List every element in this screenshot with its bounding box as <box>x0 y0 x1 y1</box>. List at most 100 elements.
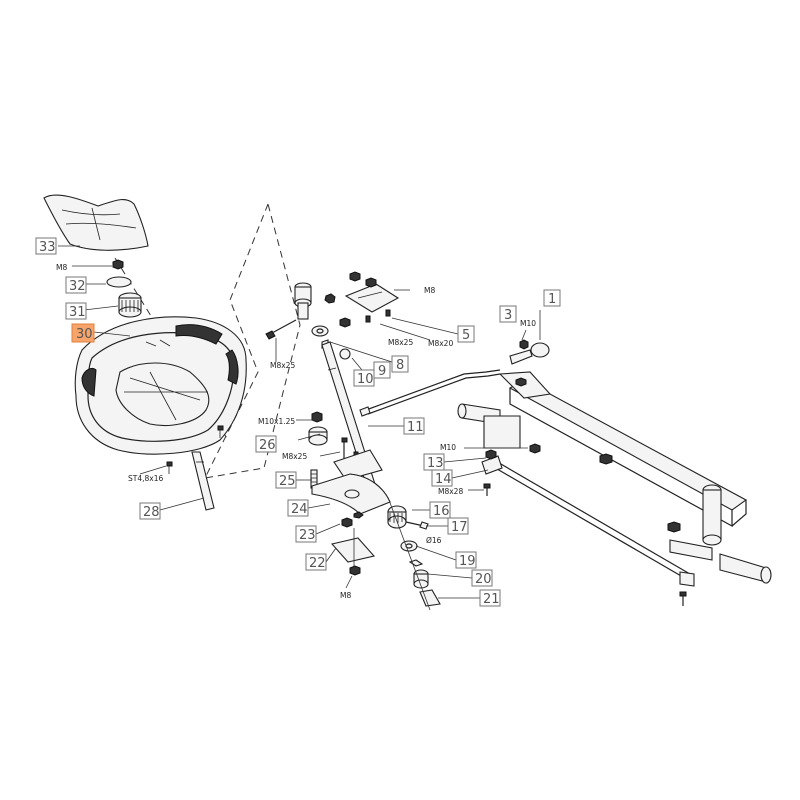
svg-text:M8x28: M8x28 <box>438 487 463 496</box>
callout-16: 16 <box>429 501 451 519</box>
callout-10: 10 <box>353 369 375 387</box>
svg-text:M10x1.25: M10x1.25 <box>258 417 295 426</box>
bolt-m8x25-upper <box>265 319 297 340</box>
exploded-view-boundary <box>204 203 301 479</box>
svg-text:M8x25: M8x25 <box>270 361 295 370</box>
svg-text:30: 30 <box>76 327 93 342</box>
callout-14: 14 <box>431 469 453 487</box>
svg-text:1: 1 <box>548 292 556 307</box>
callout-32: 32 <box>65 276 87 294</box>
ball-joint-part-1 <box>509 342 550 365</box>
callout-26: 26 <box>255 435 277 453</box>
lower-plate-part-22 <box>330 537 376 563</box>
axle-right-nut <box>667 521 681 533</box>
svg-text:33: 33 <box>39 240 56 255</box>
svg-text:14: 14 <box>435 472 452 487</box>
svg-text:17: 17 <box>451 520 468 535</box>
nut-part-13 <box>485 449 497 460</box>
nut-m10-mid <box>529 443 541 454</box>
callout-24: 24 <box>287 499 309 517</box>
sector-gear-part-24 <box>311 473 391 515</box>
svg-text:32: 32 <box>69 279 86 294</box>
callout-3: 3 <box>499 305 517 323</box>
nut-part-23 <box>341 517 353 528</box>
callout-1: 1 <box>543 289 561 307</box>
callout-30-highlighted: 30 <box>71 323 95 343</box>
pin-part-17 <box>405 521 429 530</box>
callout-20: 20 <box>471 569 493 587</box>
callout-17: 17 <box>447 517 469 535</box>
nut-m10x125 <box>311 411 323 423</box>
washer-part-19 <box>400 540 418 552</box>
nut-m8-bottom <box>349 565 361 576</box>
callout-11: 11 <box>403 417 425 435</box>
axle-center-bolt <box>599 453 613 465</box>
nut-coupler <box>324 293 336 304</box>
steering-cover-part <box>43 194 149 251</box>
svg-text:3: 3 <box>504 308 512 323</box>
bracket-part-5 <box>339 271 400 328</box>
callout-25: 25 <box>275 471 297 489</box>
steering-wheel-part-30 <box>74 316 247 455</box>
fastener-labels: M8 M8 M8x20 M8x25 M8x25 M8x25 M10 M10 M1… <box>56 263 536 600</box>
svg-text:25: 25 <box>279 474 296 489</box>
callout-boxes: 33 32 31 30 28 1 3 5 8 9 10 11 13 14 16 … <box>35 237 561 607</box>
bushing-part-8 <box>311 325 329 337</box>
svg-text:5: 5 <box>462 328 470 343</box>
svg-text:26: 26 <box>259 438 276 453</box>
callout-19: 19 <box>455 551 477 569</box>
svg-text:ST4,8x16: ST4,8x16 <box>128 474 163 483</box>
svg-text:19: 19 <box>459 554 476 569</box>
nut-washer <box>353 511 364 519</box>
svg-text:11: 11 <box>407 420 424 435</box>
pinion-part-16 <box>387 505 407 529</box>
screw-st48x16 <box>166 425 224 474</box>
drag-link-part-3 <box>359 369 501 417</box>
nut-washer-19b <box>408 559 424 567</box>
upper-plate <box>333 449 383 481</box>
pivot-arm <box>498 371 552 399</box>
callout-9: 9 <box>373 361 391 379</box>
svg-text:8: 8 <box>396 358 404 373</box>
svg-text:M8x25: M8x25 <box>388 338 413 347</box>
svg-text:M8: M8 <box>340 591 351 600</box>
callout-31: 31 <box>65 302 87 320</box>
svg-text:M8x20: M8x20 <box>428 339 453 348</box>
svg-text:M8: M8 <box>424 286 435 295</box>
clip-part-21 <box>419 589 441 607</box>
svg-text:M8: M8 <box>56 263 67 272</box>
hub-adapter-part-31 <box>118 292 142 318</box>
callout-23: 23 <box>295 525 317 543</box>
callout-22: 22 <box>305 553 327 571</box>
callout-21: 21 <box>479 589 501 607</box>
right-spindle <box>669 484 772 584</box>
axis-line-pinion <box>388 499 431 611</box>
svg-text:31: 31 <box>69 305 86 320</box>
callout-8: 8 <box>391 355 409 373</box>
washer-part-26 <box>308 426 328 446</box>
callout-28: 28 <box>139 502 161 520</box>
callout-33: 33 <box>35 237 57 255</box>
clip-part-9 <box>339 348 351 360</box>
svg-text:22: 22 <box>309 556 326 571</box>
svg-text:Ø16: Ø16 <box>426 536 442 545</box>
bushing-hole <box>316 328 324 334</box>
svg-text:20: 20 <box>475 572 492 587</box>
leader-lines <box>58 245 541 599</box>
svg-text:23: 23 <box>299 528 316 543</box>
tie-rod-part-14 <box>481 455 695 587</box>
column-coupler <box>294 282 312 320</box>
bolt-m8x28 <box>483 483 491 496</box>
svg-text:10: 10 <box>357 372 374 387</box>
svg-text:M10: M10 <box>520 319 536 328</box>
svg-text:24: 24 <box>291 502 308 517</box>
svg-text:21: 21 <box>483 592 500 607</box>
column-sleeve-part-28 <box>191 451 215 511</box>
svg-text:16: 16 <box>433 504 450 519</box>
bolt-tie-rod-end <box>679 591 687 606</box>
svg-text:9: 9 <box>378 364 386 379</box>
callout-13: 13 <box>423 453 445 471</box>
svg-text:28: 28 <box>143 505 160 520</box>
nut-m10-top <box>519 339 529 350</box>
